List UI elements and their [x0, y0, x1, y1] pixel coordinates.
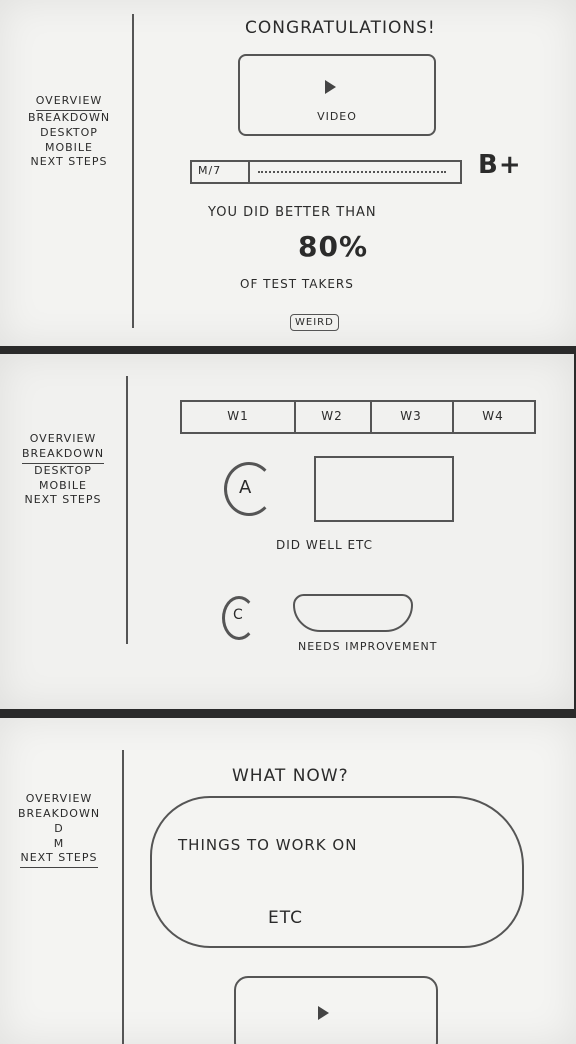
divider — [126, 376, 128, 644]
nav-desktop[interactable]: Desktop — [40, 125, 98, 139]
weird-button[interactable]: Weird — [290, 314, 339, 331]
nav-next-steps[interactable]: Next Steps — [20, 851, 98, 869]
nav-desktop[interactable]: D — [54, 821, 64, 835]
nav-overview[interactable]: Overview — [29, 432, 97, 445]
sketch-next-steps: Overview Breakdown D M Next Steps What n… — [0, 718, 576, 1044]
grade-badge: B+ — [478, 150, 522, 180]
things-to-work-on-text: Things to work on — [178, 836, 358, 854]
grade-a: A — [239, 477, 253, 498]
percentile: 80% — [298, 230, 369, 263]
nav-breakdown[interactable]: Breakdown — [21, 447, 105, 464]
side-nav: Overview Breakdown Desktop Mobile Next S… — [14, 94, 124, 170]
nav-overview[interactable]: Overview — [35, 94, 103, 111]
nav-breakdown[interactable]: Breakdown — [27, 110, 111, 124]
sketch-overview: Overview Breakdown Desktop Mobile Next S… — [0, 0, 576, 346]
nav-mobile[interactable]: M — [53, 836, 65, 850]
nav-mobile[interactable]: Mobile — [38, 478, 88, 492]
score-progress-bar: M/7 — [190, 160, 462, 184]
things-to-work-on-panel: Things to work on Etc — [150, 796, 524, 948]
video-player[interactable]: Video — [238, 54, 436, 136]
side-nav: Overview Breakdown Desktop Mobile Next S… — [8, 432, 118, 508]
needs-improvement-text: Needs improvement — [298, 640, 438, 653]
nav-overview[interactable]: Overview — [25, 792, 93, 805]
tab-w4[interactable]: W4 — [482, 409, 504, 423]
grade-a-ring: A — [224, 462, 274, 516]
grade-c: C — [233, 607, 244, 623]
etc-text: Etc — [268, 908, 303, 928]
tab-w3[interactable]: W3 — [400, 409, 422, 423]
grade-c-ring: C — [222, 596, 256, 640]
video-player[interactable] — [234, 976, 438, 1044]
progress-fill — [258, 171, 446, 173]
nav-breakdown[interactable]: Breakdown — [17, 806, 101, 820]
side-nav: Overview Breakdown D M Next Steps — [4, 792, 114, 869]
video-label: Video — [317, 110, 357, 123]
nav-next-steps[interactable]: Next Steps — [24, 493, 102, 507]
page-title: What now? — [232, 766, 349, 786]
progress-label: M/7 — [198, 164, 222, 177]
page-title: Congratulations! — [245, 18, 436, 38]
nav-next-steps[interactable]: Next Steps — [30, 155, 108, 169]
sketch-breakdown: Overview Breakdown Desktop Mobile Next S… — [0, 354, 574, 709]
needs-improvement-panel — [293, 594, 413, 632]
play-icon[interactable] — [318, 1006, 329, 1020]
week-tabs: W1 W2 W3 W4 — [180, 400, 536, 434]
divider — [132, 14, 134, 328]
better-than-text: You did better than — [208, 205, 377, 220]
play-icon[interactable] — [325, 80, 336, 94]
tab-w1[interactable]: W1 — [227, 409, 249, 423]
did-well-panel — [314, 456, 454, 522]
nav-mobile[interactable]: Mobile — [44, 140, 94, 154]
did-well-text: Did well etc — [276, 538, 374, 552]
tab-w2[interactable]: W2 — [321, 409, 343, 423]
test-takers-text: of test takers — [240, 277, 354, 291]
nav-desktop[interactable]: Desktop — [34, 463, 92, 477]
divider — [122, 750, 124, 1044]
